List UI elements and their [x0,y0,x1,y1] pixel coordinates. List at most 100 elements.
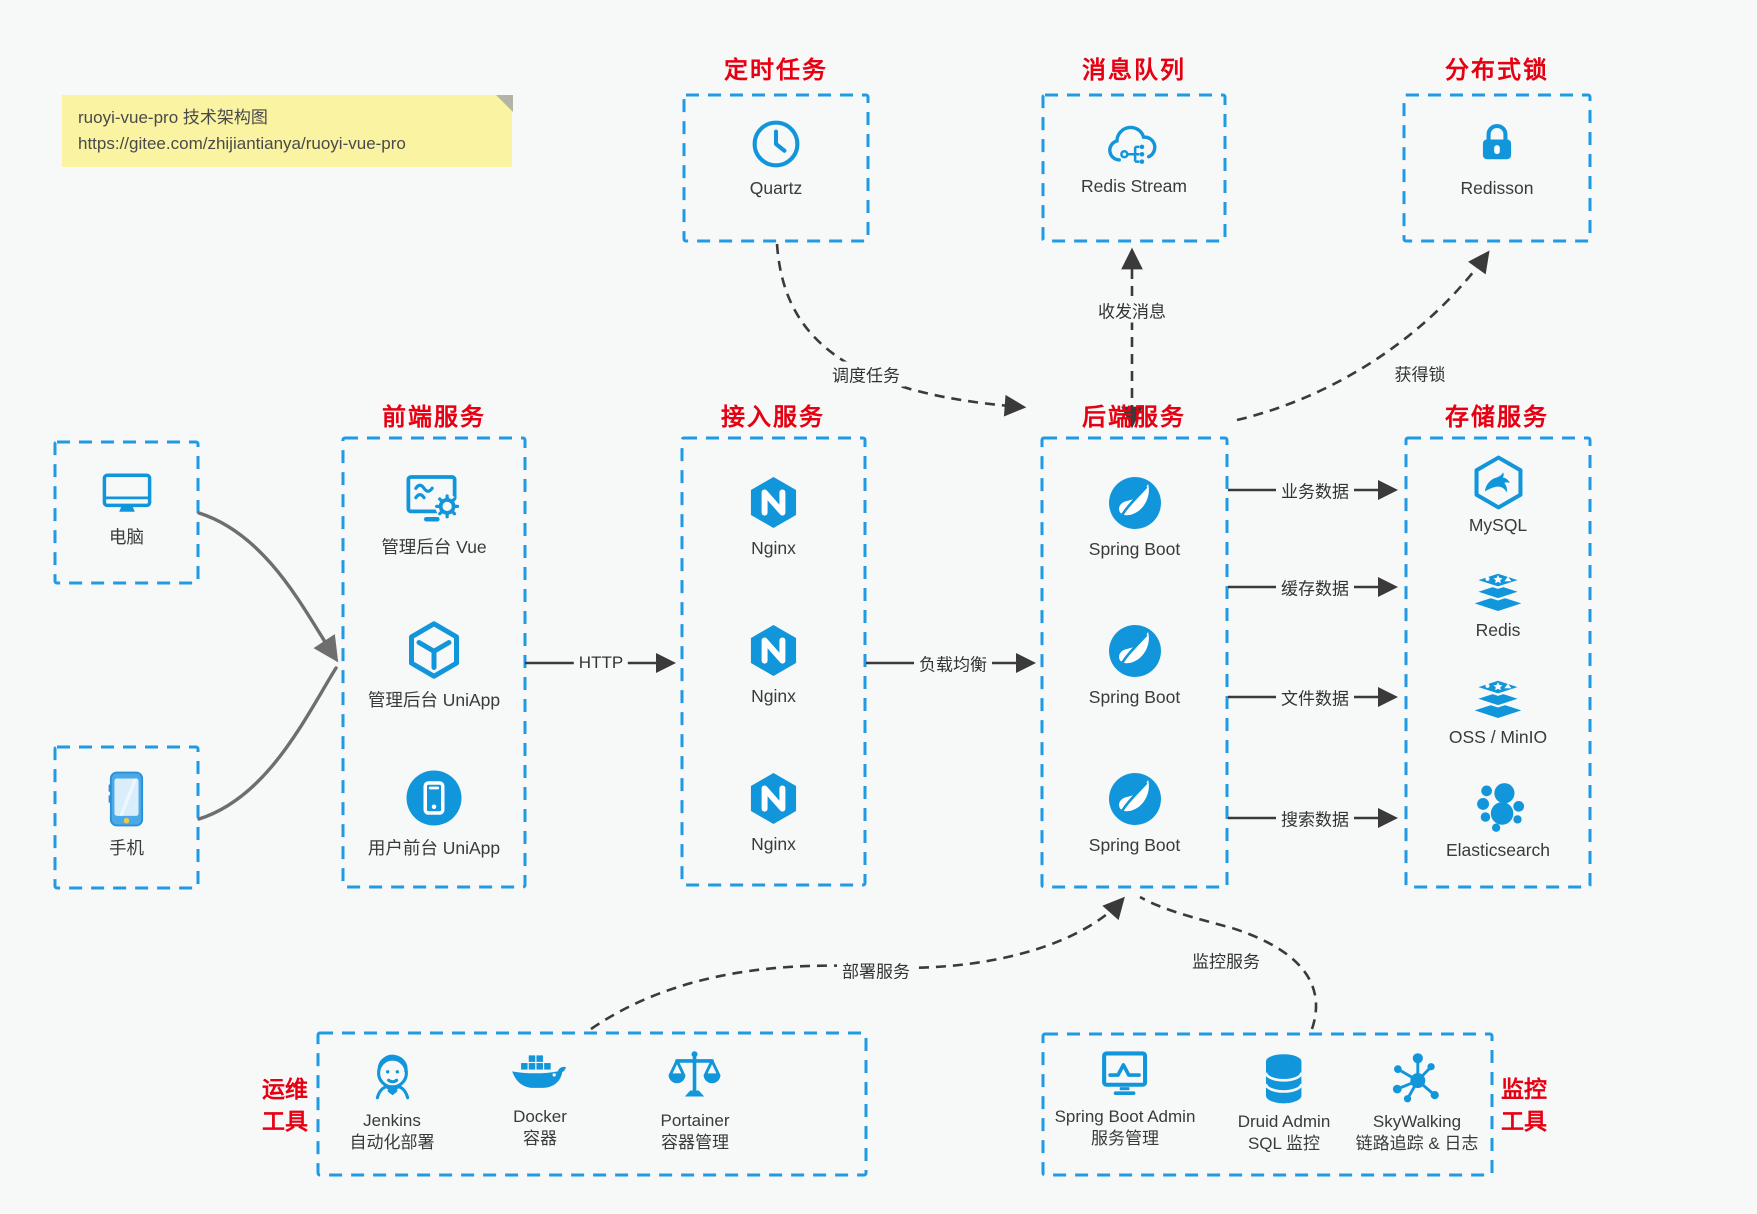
group-title-backend: 后端服务 [1082,404,1186,431]
node-label: Redis [1475,620,1521,640]
node-oss-minio: OSS / MinIO [1406,671,1590,748]
spring-boot-icon [1108,773,1161,825]
node-label: Redis Stream [1080,176,1187,196]
mysql-icon [1474,455,1522,510]
node-desc: 服务管理 [1091,1129,1159,1148]
node-spring-boot-3: Spring Boot [1042,770,1227,856]
edge-label-monitor-service: 监控服务 [1187,947,1265,973]
docker-icon [512,1055,566,1088]
node-admin-vue: 管理后台 Vue [343,472,525,559]
group-title-ops-tools: 运维 工具 [262,1073,308,1137]
druid-icon [1264,1054,1304,1104]
node-desc: SQL 监控 [1247,1134,1321,1153]
node-label: MySQL [1468,515,1528,535]
node-quartz: Quartz [684,117,868,199]
nginx-icon [750,476,797,529]
monitoring-title-line2: 工具 [1501,1108,1547,1134]
node-label: Spring Boot [1088,539,1181,559]
uniapp-cube-icon [409,621,459,679]
node-spring-boot-admin: Spring Boot Admin 服务管理 [1054,1048,1196,1150]
skywalking-icon [1393,1053,1440,1103]
node-nginx-3: Nginx [682,770,865,855]
smartphone-icon [108,771,144,827]
node-desc: 容器管理 [660,1133,729,1152]
edge-label-cache-data: 缓存数据 [1276,574,1354,600]
group-title-frontend: 前端服务 [382,404,486,431]
client-box-mobile: 手机 [55,747,198,888]
node-nginx-1: Nginx [682,474,865,559]
nginx-icon [750,772,797,825]
node-desc: 链路追踪 & 日志 [1355,1134,1479,1153]
oss-icon [1470,678,1526,718]
edge-label-file-data: 文件数据 [1276,684,1354,710]
group-box-distributed-lock: Redisson [1404,95,1590,241]
spring-boot-icon [1108,625,1161,677]
node-jenkins: Jenkins 自动化部署 [350,1047,435,1154]
node-label: Nginx [751,686,796,706]
edge-label-deploy-service: 部署服务 [837,957,915,983]
node-label: 电脑 [109,527,144,547]
node-label: Redisson [1460,178,1534,198]
admin-vue-icon [406,475,460,522]
node-label: Jenkins [363,1111,421,1130]
group-box-monitoring-tools: Spring Boot Admin 服务管理 Druid Admin SQL 监… [1043,1034,1492,1175]
edge-label-acquire-lock: 获得锁 [1389,360,1451,386]
node-label: Spring Boot [1088,835,1181,855]
uniapp-phone-icon [406,770,462,826]
clock-icon [752,120,800,168]
group-box-backend: Spring Boot Spring Boot Spring Boot [1042,438,1227,887]
node-label: Nginx [751,538,796,558]
node-label: Portainer [660,1111,730,1130]
node-label: Elasticsearch [1445,840,1551,860]
sticky-note: ruoyi-vue-pro 技术架构图 https://gitee.com/zh… [62,95,513,167]
node-spring-boot-1: Spring Boot [1042,474,1227,560]
edge-label-business-data: 业务数据 [1276,477,1354,503]
nginx-icon [750,624,797,677]
group-title-distributed-lock: 分布式锁 [1445,57,1549,84]
node-label: 管理后台 UniApp [367,690,501,710]
node-label: Spring Boot Admin [1054,1107,1196,1126]
node-label: 手机 [109,838,144,858]
ops-title-line2: 工具 [262,1108,308,1134]
node-label: Quartz [749,178,803,198]
jenkins-icon [375,1054,409,1100]
group-box-scheduled-task: Quartz [684,95,868,241]
node-druid-admin: Druid Admin SQL 监控 [1238,1050,1330,1155]
node-label: 管理后台 Vue [381,537,487,557]
edge-label-search-data: 搜索数据 [1276,805,1354,831]
node-label: Docker [513,1107,567,1126]
cloud-stream-icon [1108,125,1157,164]
edge-label-schedule-task: 调度任务 [827,361,905,387]
node-elasticsearch: Elasticsearch [1406,779,1590,861]
node-spring-boot-2: Spring Boot [1042,622,1227,708]
spring-boot-icon [1108,477,1161,529]
node-user-uniapp: 用户前台 UniApp [343,768,525,860]
client-box-pc: 电脑 [55,442,198,583]
node-label: 用户前台 UniApp [367,838,501,858]
edge-label-load-balance: 负载均衡 [914,650,992,676]
edge-label-http: HTTP [573,653,629,673]
portainer-icon [669,1051,721,1097]
node-label: OSS / MinIO [1448,727,1548,747]
node-desc: 自动化部署 [349,1133,435,1152]
node-label: Spring Boot [1088,687,1181,707]
node-skywalking: SkyWalking 链路追踪 & 日志 [1355,1048,1479,1155]
desktop-icon [102,473,151,512]
node-redis: Redis [1406,564,1590,641]
redis-icon [1470,571,1526,611]
node-mysql: MySQL [1406,454,1590,536]
group-title-storage: 存储服务 [1445,404,1549,431]
group-box-gateway: Nginx Nginx Nginx [682,438,865,885]
node-mobile: 手机 [55,770,198,860]
node-admin-uniapp: 管理后台 UniApp [343,620,525,712]
note-title: ruoyi-vue-pro 技术架构图 [78,108,268,127]
node-portainer: Portainer 容器管理 [660,1047,730,1154]
monitoring-title-line1: 监控 [1501,1076,1547,1102]
group-box-ops-tools: Jenkins 自动化部署 Docker 容器 [318,1033,866,1175]
node-redis-stream: Redis Stream [1043,119,1225,197]
lock-icon [1482,124,1512,160]
note-url: https://gitee.com/zhijiantianya/ruoyi-vu… [78,134,406,153]
group-title-monitoring-tools: 监控 工具 [1501,1073,1547,1137]
group-title-gateway: 接入服务 [721,404,825,431]
group-title-message-queue: 消息队列 [1082,57,1186,84]
